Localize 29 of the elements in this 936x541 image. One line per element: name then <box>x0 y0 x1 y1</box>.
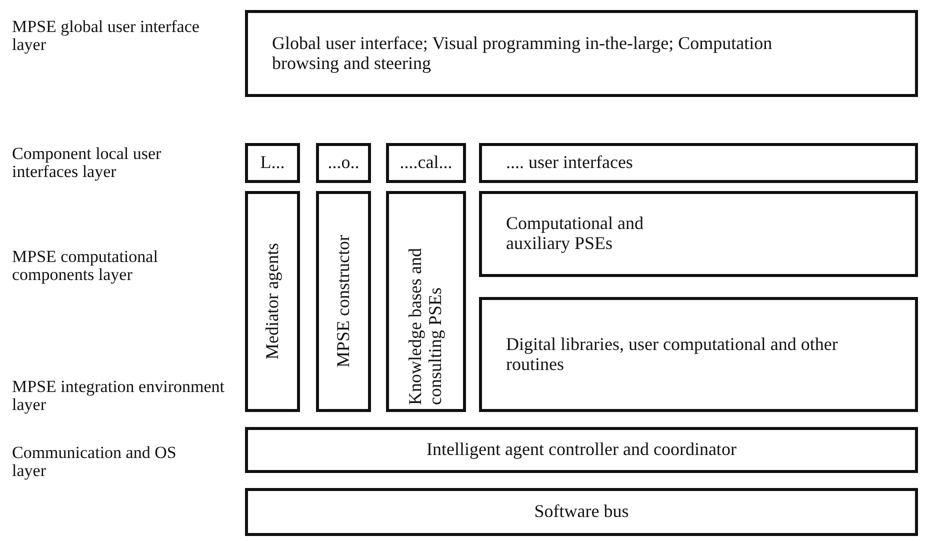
box-label: Mediator agents <box>262 243 282 360</box>
box-label: Global user interface; Visual programming in-the-large; Computation browsing and steering <box>272 34 774 74</box>
layer-name: MPSE integration environment layer <box>12 378 226 414</box>
vertical-component-box <box>386 191 466 412</box>
box-label: ...o.. <box>328 153 360 173</box>
box-label: MPSE constructor <box>334 235 354 368</box>
layer-box <box>479 143 918 183</box>
layer-name: MPSE global user interface layer <box>12 18 200 54</box>
vertical-component-box <box>316 191 371 412</box>
box-label: Computational and auxiliary PSEs <box>506 214 644 254</box>
layer-box <box>245 488 918 536</box>
layer-name: Component local user interfaces layer <box>12 145 162 181</box>
layer-name: MPSE computational components layer <box>12 248 159 284</box>
layer-box <box>479 297 918 412</box>
layer-box <box>245 143 300 183</box>
box-label: .... user interfaces <box>506 153 633 173</box>
box-label: Digital libraries, user computational and other routines <box>506 334 839 374</box>
box-label: Software bus <box>534 502 629 522</box>
box-label: ....cal... <box>400 153 452 173</box>
box-label: L... <box>260 153 285 173</box>
layer-box <box>316 143 371 183</box>
layer-box <box>245 10 918 97</box>
vertical-component-box <box>245 191 300 412</box>
layer-box <box>479 191 918 277</box>
layer-box <box>245 427 918 473</box>
layer-name: Communication and OS layer <box>12 444 178 480</box>
box-label: Knowledge bases and consulting PSEs <box>406 247 446 405</box>
box-label: Intelligent agent controller and coordinator <box>426 440 736 460</box>
layer-box <box>386 143 466 183</box>
